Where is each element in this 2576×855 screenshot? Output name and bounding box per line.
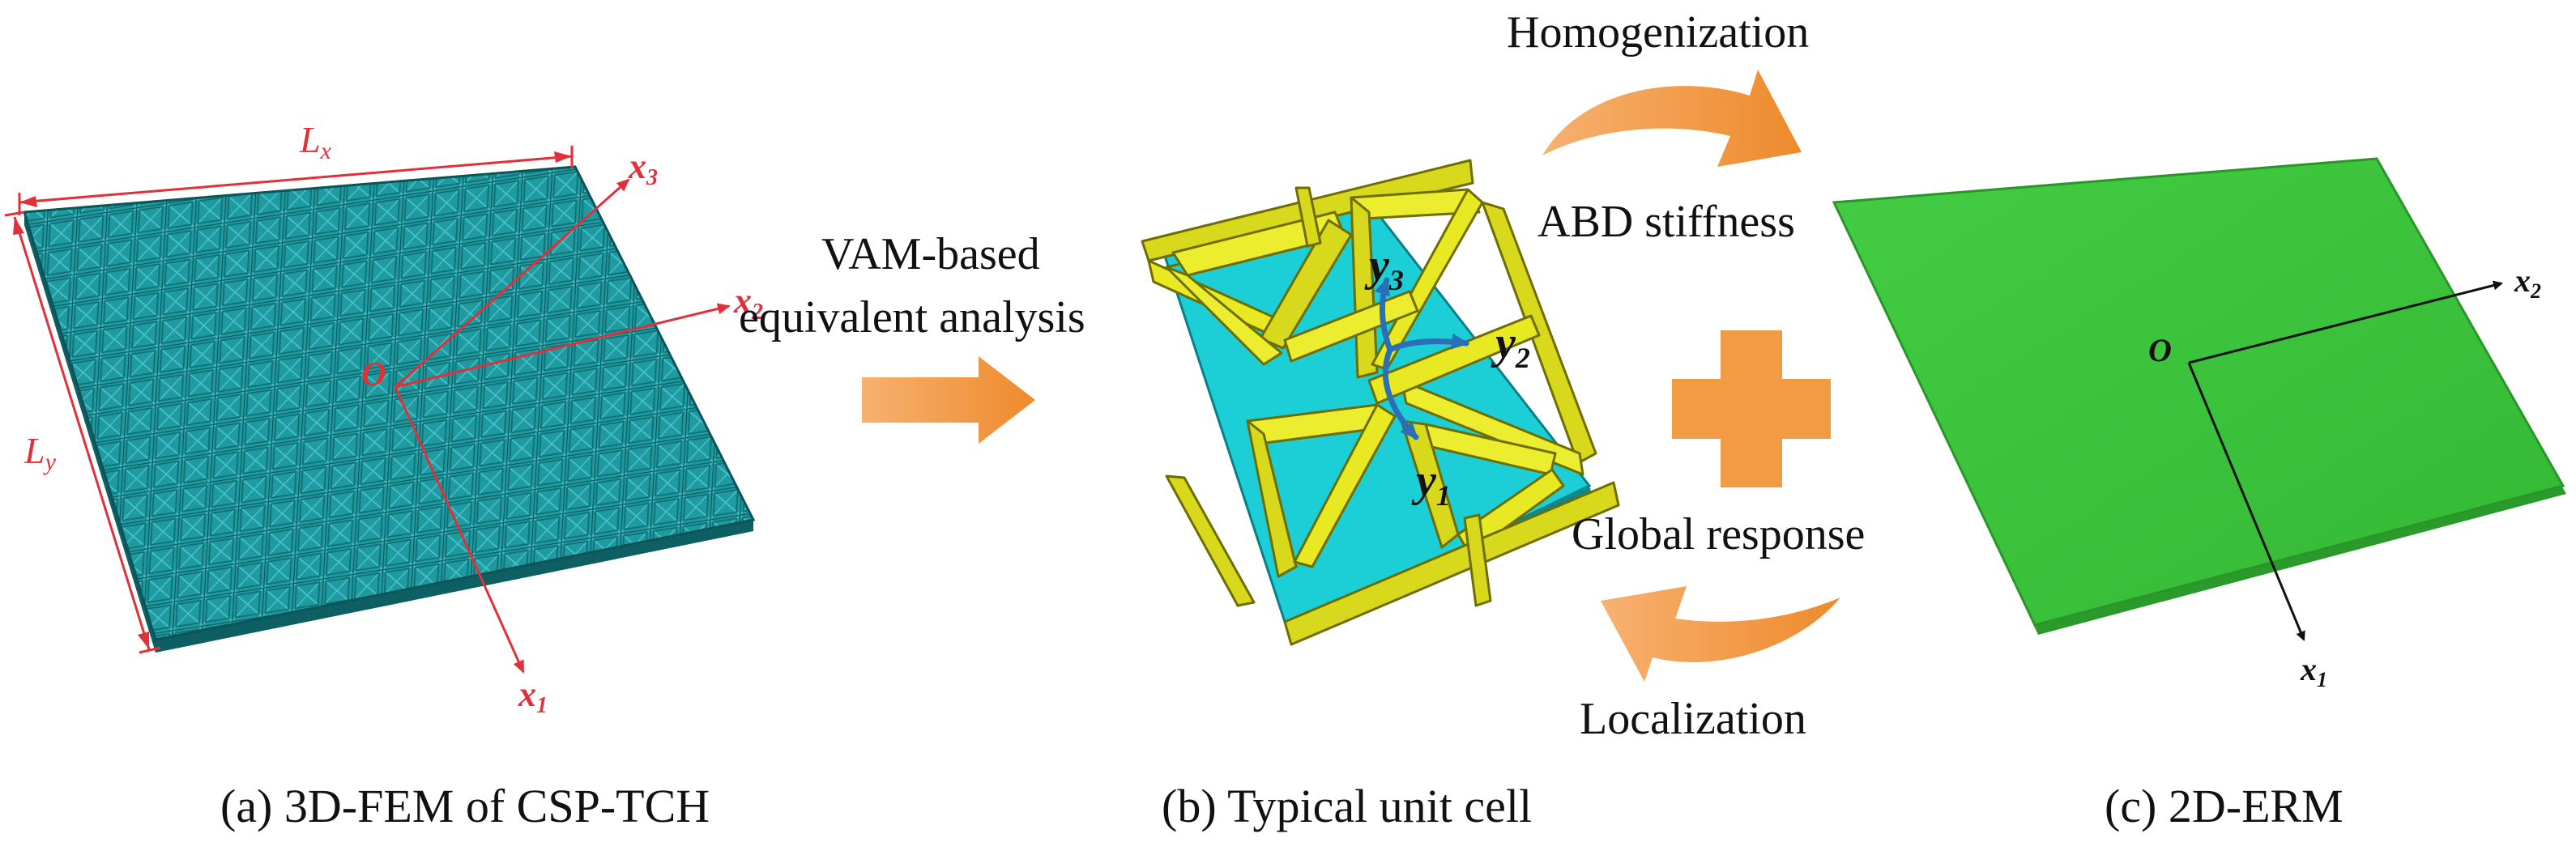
axis-x2-label: x2 [733,281,763,325]
caption-a: (a) 3D-FEM of CSP-TCH [220,780,710,832]
vam-label-line1: VAM-based [821,229,1040,279]
axis-y1-arrow [1382,347,1419,440]
homogenization-curved-arrow [1542,70,1802,167]
axis-x2-label-c: x2 [2514,262,2541,303]
axis-y2-label: y2 [1491,318,1530,374]
dimension-lx [18,146,574,215]
axis-x1-label-c: x1 [2300,651,2327,691]
caption-c: (c) 2D-ERM [2105,780,2344,832]
panel-a-axes [394,178,731,674]
dim-lx-label: Lx [299,119,332,164]
homogenization-label: Homogenization [1507,7,1810,57]
axis-y3-arrow [1374,277,1393,353]
axis-y2-arrow [1387,333,1469,353]
axis-x3-line [395,178,630,389]
axis-x2-line [395,303,731,389]
axis-x1-line-c [2187,362,2305,641]
dimension-ly [4,211,161,654]
arrow-a-to-b [862,356,1035,444]
erm-plate-top [1832,157,2565,627]
panel-b-axes [1374,277,1469,440]
caption-b: (b) Typical unit cell [1162,780,1533,832]
origin-label-c: O [2148,332,2172,368]
axis-y1-label: y1 [1411,456,1451,512]
fem-plate-top [23,165,756,641]
global-response-label: Global response [1572,509,1866,559]
panel-a-fem-plate [23,165,756,653]
localization-curved-arrow [1601,586,1840,682]
vam-label-line2: equivalent analysis [739,292,1085,342]
plus-coupling-icon [1672,330,1831,487]
abd-stiffness-label: ABD stiffness [1537,197,1795,247]
dim-ly-label: Ly [23,430,57,475]
origin-label-a: O [361,356,386,393]
axis-y3-label: y3 [1364,240,1404,296]
axis-x2-line-c [2188,280,2503,364]
axis-x3-label: x3 [628,147,658,190]
localization-label: Localization [1580,694,1806,744]
panel-c-erm-plate [1832,157,2566,641]
axis-x1-line [394,386,525,674]
panel-b-unit-cell [1141,159,1620,646]
axis-x1-label: x1 [518,674,548,718]
